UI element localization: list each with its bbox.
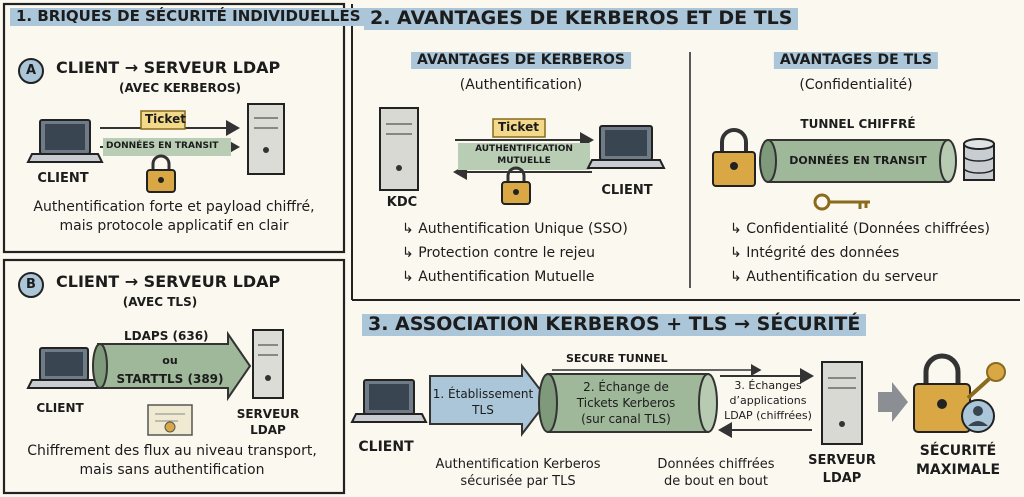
ticket-icon	[492, 118, 546, 138]
panel-b-caption-2: mais sans authentification	[79, 462, 265, 478]
result-label-2: MAXIMALE	[915, 462, 1001, 478]
ticket-label: Ticket	[145, 112, 186, 126]
server-icon	[247, 103, 285, 175]
transit-label: DONNÉES EN TRANSIT	[106, 141, 219, 151]
ldaps-label: LDAPS (636)	[124, 329, 209, 343]
server-label-1: SERVEUR	[808, 453, 876, 468]
server-icon	[379, 107, 419, 191]
panel-a-subtitle: (AVEC KERBEROS)	[118, 81, 242, 95]
lock-icon	[501, 166, 531, 205]
caption-left-2: sécurisée par TLS	[460, 474, 576, 489]
client-label: CLIENT	[36, 401, 84, 415]
step2-label-2: Tickets Kerberos	[576, 396, 676, 410]
section3-title: 3. ASSOCIATION KERBEROS + TLS → SÉCURITÉ	[362, 314, 867, 336]
starttls-label: STARTTLS (389)	[116, 372, 224, 386]
step3-label-3: LDAP (chiffrées)	[724, 409, 812, 422]
panel-b-border	[2, 258, 346, 495]
panel-a-caption-1: Authentification forte et payload chiffr…	[33, 199, 315, 215]
secure-tunnel-label: SECURE TUNNEL	[566, 352, 668, 365]
kerberos-benefit: ↳ Authentification Unique (SSO)	[402, 221, 628, 237]
server-icon	[821, 361, 863, 445]
section2-title: 2. AVANTAGES DE KERBEROS ET DE TLS	[364, 8, 799, 30]
arrow-icon	[878, 382, 908, 422]
panel-a-border	[2, 2, 346, 254]
section1-title: 1. BRIQUES DE SÉCURITÉ INDIVIDUELLES	[10, 8, 367, 26]
step2-label-3: (sur canal TLS)	[581, 412, 671, 426]
kerberos-benefit: ↳ Protection contre le rejeu	[402, 245, 595, 261]
caption-left-1: Authentification Kerberos	[435, 457, 601, 472]
badge-a: A	[18, 58, 44, 84]
caption-right-1: Données chiffrées	[657, 457, 775, 472]
step1-label-2: TLS	[472, 403, 494, 417]
panel-a-caption-2: mais protocole applicatif en clair	[59, 218, 289, 234]
ou-label: ou	[162, 354, 178, 367]
panel-b-caption-1: Chiffrement des flux au niveau transport…	[27, 443, 317, 459]
tls-benefit: ↳ Intégrité des données	[730, 245, 900, 261]
database-icon	[963, 138, 995, 181]
client-label: CLIENT	[358, 439, 414, 455]
panel-b-title: CLIENT → SERVEUR LDAP	[56, 272, 281, 291]
ticket-icon	[140, 110, 186, 130]
key-icon	[813, 193, 870, 211]
laptop-icon	[26, 119, 104, 163]
tunnel-tube	[759, 139, 957, 183]
server-label-1: SERVEUR	[236, 407, 300, 421]
tunnel-label: TUNNEL CHIFFRÉ	[800, 117, 916, 131]
laptop-icon	[26, 347, 102, 389]
kerberos-subtitle: (Authentification)	[459, 77, 583, 93]
secure-tunnel	[538, 373, 718, 433]
mutual-label-2: MUTUELLE	[497, 156, 551, 166]
step3-label-2: d’applications	[729, 394, 807, 407]
server-icon	[252, 329, 284, 399]
user-icon	[961, 399, 995, 433]
tls-benefit: ↳ Authentification du serveur	[730, 269, 938, 285]
lock-icon	[146, 154, 176, 193]
transit-band	[103, 138, 231, 156]
lock-icon	[712, 128, 756, 187]
badge-b: B	[18, 272, 44, 298]
server-label-2: LDAP	[250, 423, 286, 437]
client-label: CLIENT	[37, 171, 89, 186]
mutual-label-1: AUTHENTIFICATION	[475, 144, 573, 154]
tls-title: AVANTAGES DE TLS	[773, 52, 939, 69]
mutual-band	[458, 143, 590, 170]
laptop-icon	[350, 379, 428, 423]
tls-benefit: ↳ Confidentialité (Données chiffrées)	[730, 221, 990, 237]
laptop-icon	[586, 125, 666, 169]
tls-tube-arrow	[92, 330, 252, 402]
caption-right-2: de bout en bout	[664, 474, 768, 489]
tls-subtitle: (Confidentialité)	[799, 77, 913, 93]
kerberos-benefit: ↳ Authentification Mutuelle	[402, 269, 595, 285]
kerberos-title: AVANTAGES DE KERBEROS	[411, 52, 631, 69]
kdc-label: KDC	[386, 195, 418, 210]
result-label-1: SÉCURITÉ	[919, 443, 997, 459]
tunnel-transit-label: DONNÉES EN TRANSIT	[789, 154, 927, 167]
server-label-2: LDAP	[822, 471, 862, 486]
tls-step-arrow	[429, 363, 550, 437]
panel-a-title: CLIENT → SERVEUR LDAP	[56, 58, 281, 77]
client-label: CLIENT	[601, 183, 653, 198]
step2-label-1: 2. Échange de	[583, 380, 669, 394]
lock-icon	[913, 353, 971, 433]
ticket-label: Ticket	[498, 120, 539, 134]
step1-label-1: 1. Établissement	[432, 387, 534, 401]
certificate-icon	[147, 404, 193, 436]
key-icon	[966, 362, 1006, 400]
step3-label-1: 3. Échanges	[734, 379, 802, 392]
panel-b-subtitle: (AVEC TLS)	[122, 295, 198, 309]
